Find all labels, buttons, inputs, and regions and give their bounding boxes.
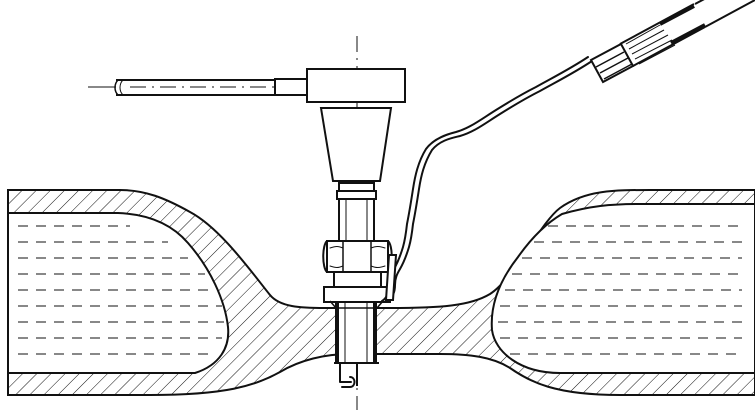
insulator-cone <box>319 107 393 182</box>
left-fluid-cavity <box>7 212 230 374</box>
side-wire <box>381 56 593 302</box>
right-fluid-cavity <box>490 203 755 374</box>
spark-plug-ribs <box>336 182 377 242</box>
connector-head <box>274 68 406 103</box>
left-cable <box>88 79 275 96</box>
sensor-cable <box>589 0 755 84</box>
electrode-tip <box>339 362 358 388</box>
plug-seat-outline <box>324 300 390 309</box>
hex-nut <box>322 240 393 273</box>
